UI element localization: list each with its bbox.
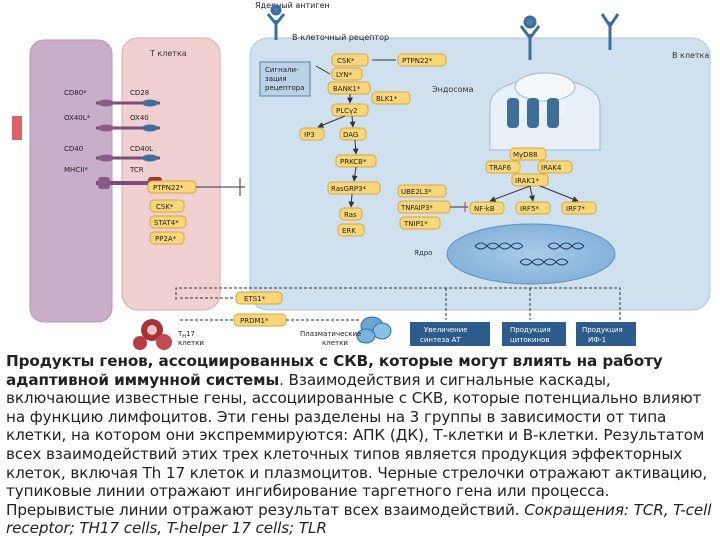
t-label: CD28 [130,89,149,97]
ets1-label: ETS1* [244,295,266,303]
irak1-label: IRAK1* [515,177,539,185]
bottom-gene-group: ETS1* PRDM1* [233,291,287,327]
irf7-label: IRF7* [566,205,585,213]
irak4-label: IRAK4 [541,164,562,172]
t-gene-pp2a: PP2A* [155,235,177,243]
tlr9-label: TLR9* [520,98,527,117]
t-gene-stat4: STAT4* [154,219,179,227]
b-gene-rasgrp3: RasGRP3* [331,185,367,193]
caption-body: . Взаимодействия и сигнальные каскады, в… [6,370,708,519]
b-gene-ras: Ras [344,211,357,219]
caption-italic: Сокращения: TCR, T-cell receptor; TH17 c… [6,500,712,538]
t-cell-label: Т клетка [149,49,187,58]
t-gene-group: PTPN22* CSK* STAT4* PP2A* [147,180,197,245]
prdm1-label: PRDM1* [240,317,269,325]
b-arrows [315,59,396,208]
tnfaip3-label: TNFAIP3* [400,204,433,212]
apc-label: OX40L* [64,114,91,122]
b-gene-erk: ERK [342,227,356,235]
nuclear-antigen-label: Ядерный антиген [255,1,330,10]
nucleus-label: Ядро [414,249,432,257]
traf6-label: TRAF6 [488,164,512,172]
b-gene-bank1: BANK1* [333,85,361,93]
receptor-pair-cd80 [96,99,160,107]
b-cell-label: В клетка [672,51,709,60]
apc-labels: CD80* OX40L* CD40 MHCII* [64,89,91,174]
tlr-arrows [450,185,579,212]
tnip1-label: TNIP1* [403,220,428,228]
apc-label: CD80* [64,89,87,97]
irf5-label: IRF5* [520,205,539,213]
t-label: TCR [129,166,144,174]
signal-box-label: Сигнали- зация рецептора [265,66,305,92]
apc-label: MHCII* [64,166,88,174]
b-gene-ip3: IP3 [304,131,315,139]
t-cell [121,37,221,311]
ube2l3-label: UBE2L3* [401,188,432,196]
receptor-pair-cd40 [96,154,160,162]
bcr-receptor-right [519,13,620,60]
figure-diagram: Т клетка В клетка CD80* OX40L* CD40 MHCI… [12,1,711,350]
t-label: OX40 [130,114,149,122]
b-gene-csk: CSK* [337,57,355,65]
t-gene-csk: CSK* [156,203,174,211]
output-antibody: Увеличение синтеза АТ [420,326,470,344]
th17-cells [133,319,172,350]
endosome-label: Эндосома [432,85,474,94]
plasma-label: Плазматические клетки [300,330,364,347]
bcr-receptor [266,4,286,40]
side-marker [12,116,22,140]
tlr8-label: TLR8* [560,98,567,117]
plasma-cells [356,316,392,344]
caption-bold: Продукты генов, ассоциированных с СКВ, к… [6,352,663,389]
apc-label: CD40 [64,145,83,153]
b-gene-blk1: BLK1* [376,95,398,103]
b-gene-plcg2: PLCγ2 [336,107,358,115]
t-labels: CD28 OX40 CD40L TCR [129,89,153,174]
tlr-group: TLR9* TLR7* TLR8* [507,98,567,128]
b-gene-prkcb: PRKCB* [340,158,367,166]
b-gene-ptpn22: PTPN22* [402,57,433,65]
nfkb-label: NF-kB [474,205,495,213]
th17-label: TH17 клетки [177,330,204,347]
b-gene-group: CSK* LYN* PTPN22* BANK1* BLK1* PLCγ2 IP3… [299,53,447,237]
output-ifn: Продукция ИФ-1 [582,326,625,344]
myd88-label: MyD88 [513,151,537,159]
b-gene-lyn: LYN* [336,71,352,79]
output-boxes: Увеличение синтеза АТ Продукция цитокино… [410,322,636,346]
tlr7-label: TLR7* [540,98,547,117]
figure-caption: Продукты генов, ассоциированных с СКВ, к… [6,352,718,538]
bcr-label: В-клеточный рецептор [292,33,389,42]
b-gene-dag: DAG [343,131,358,139]
dna-strands [474,242,585,266]
nucleus [446,223,616,285]
output-cytokine: Продукция цитокинов [510,326,553,344]
receptor-pair-ox40 [96,124,160,132]
t-label: CD40L [130,145,153,153]
dashed-lines [175,287,621,321]
t-gene-ptpn22: PTPN22* [153,184,184,192]
